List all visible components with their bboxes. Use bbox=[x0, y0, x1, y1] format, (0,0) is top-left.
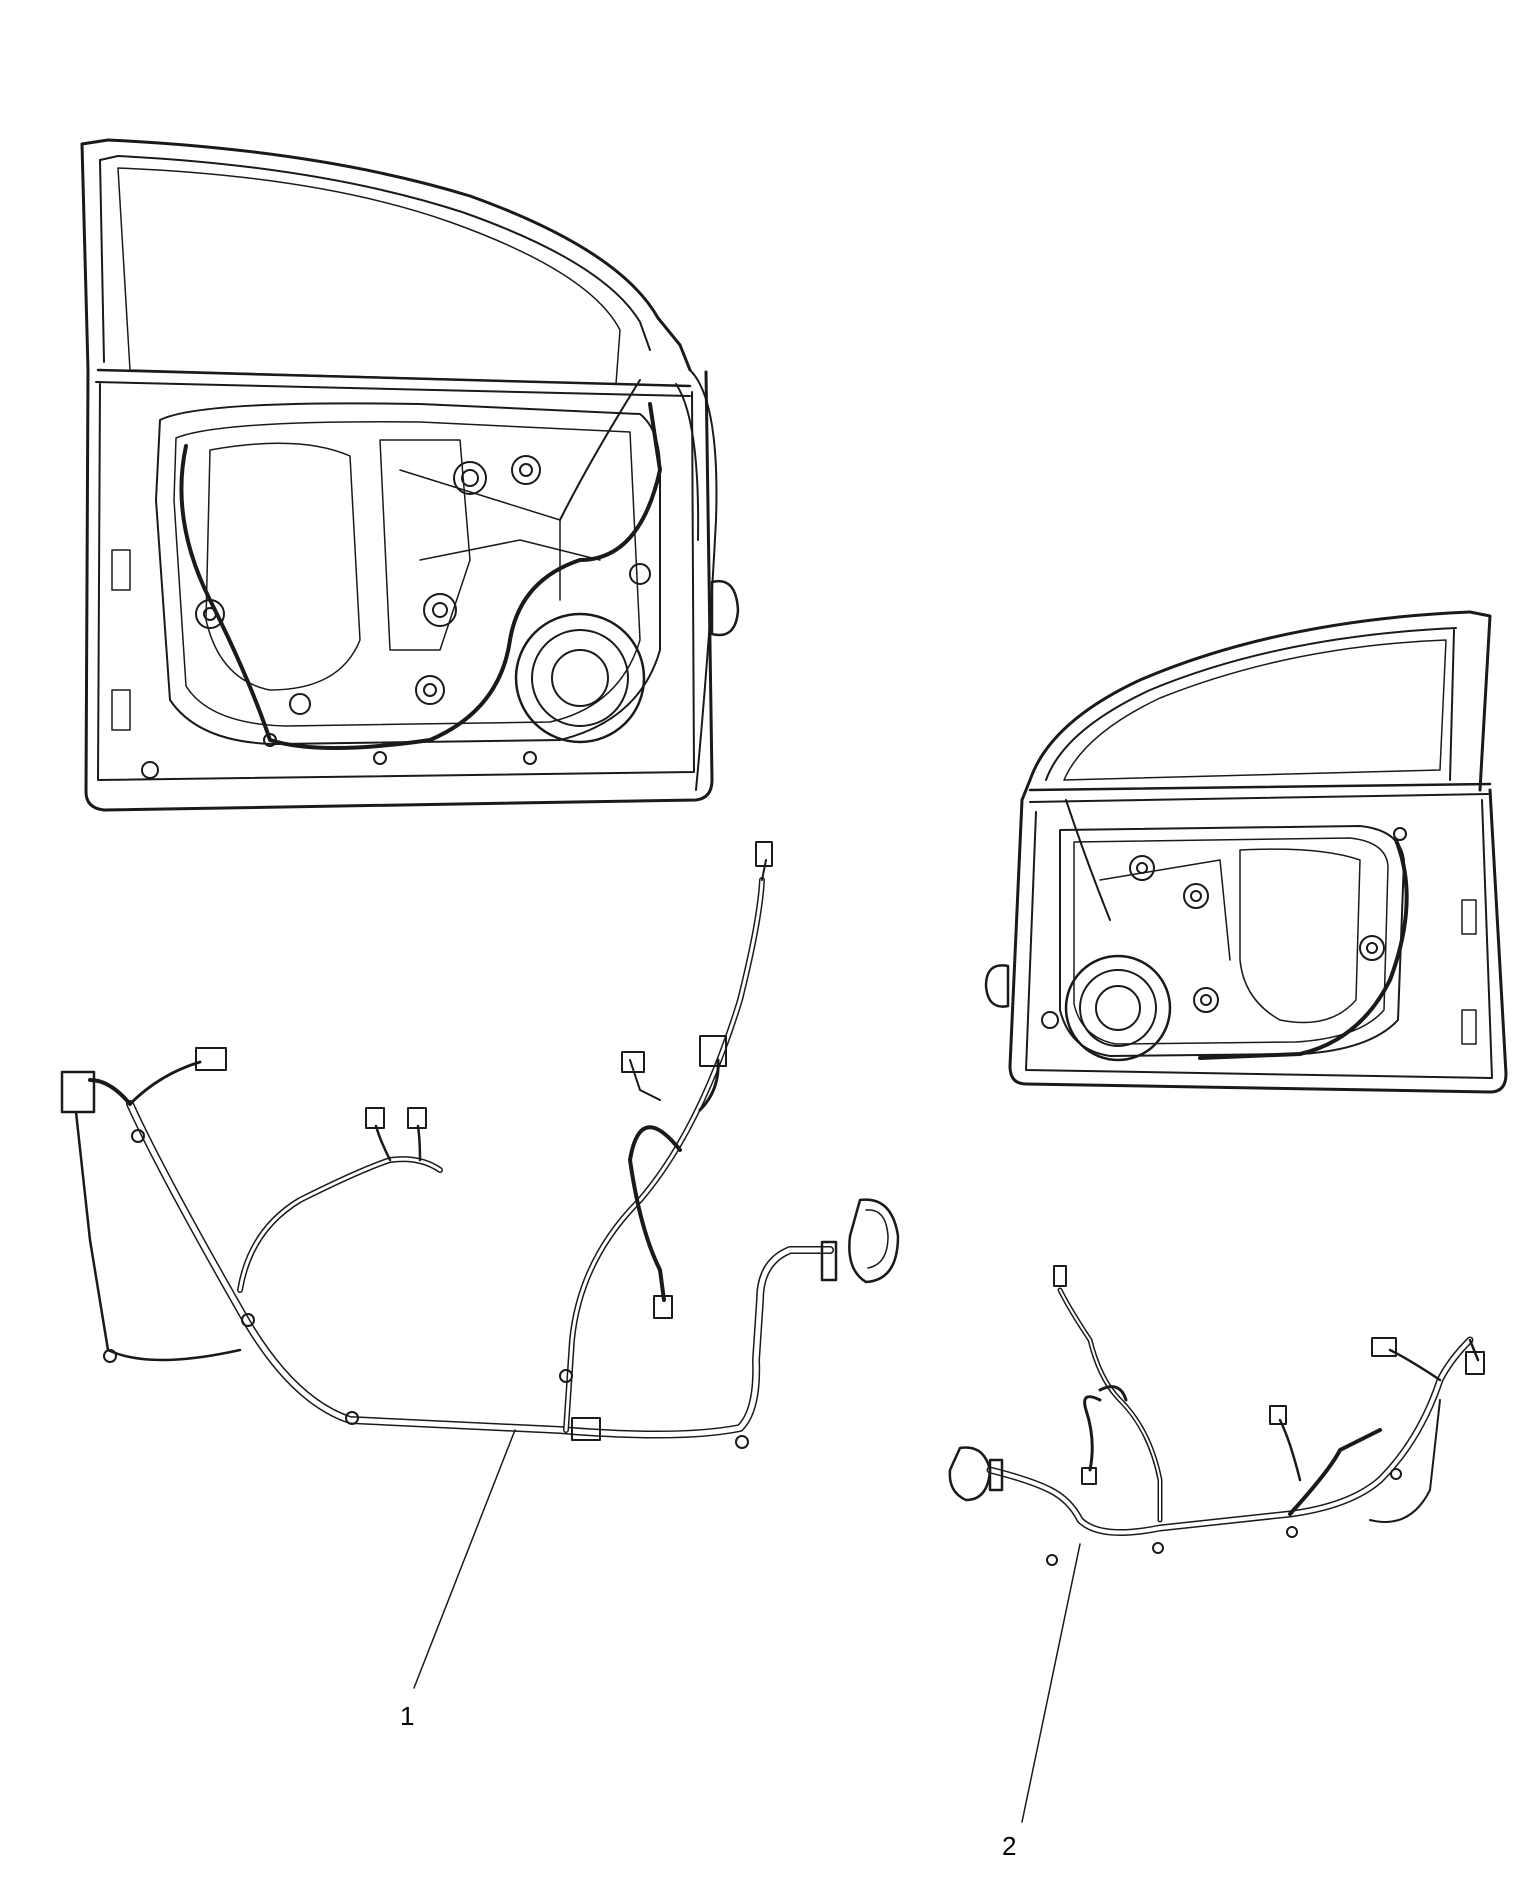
wiring-harness-2 bbox=[948, 1265, 1485, 1566]
callout-label-1: 1 bbox=[400, 1701, 415, 1731]
callout-label-2: 2 bbox=[1002, 1831, 1017, 1861]
left-front-door-assembly bbox=[80, 138, 740, 812]
callout-1-leader bbox=[413, 1429, 516, 1689]
wiring-harness-1 bbox=[60, 841, 900, 1449]
right-front-door-assembly bbox=[984, 610, 1508, 1094]
callout-2-leader bbox=[1021, 1543, 1081, 1823]
